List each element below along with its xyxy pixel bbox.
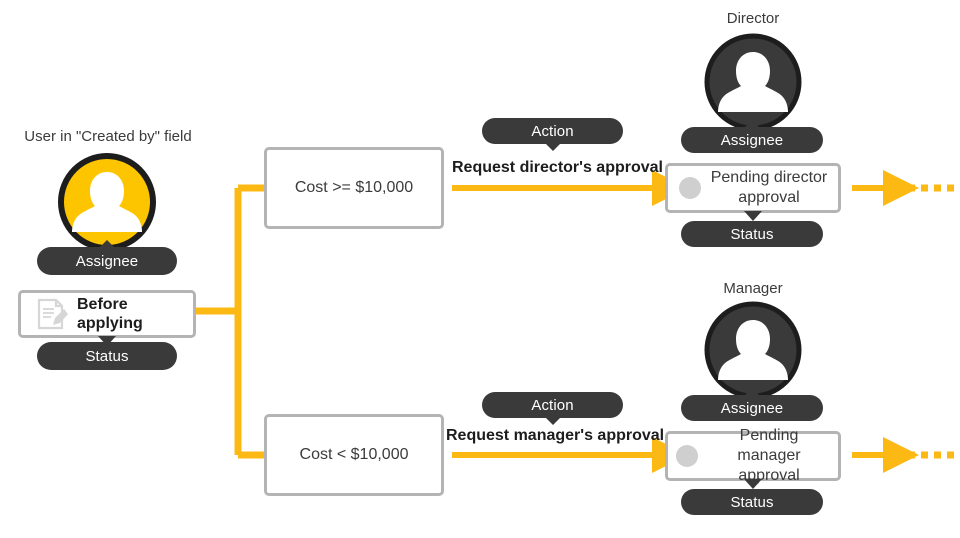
condition-text-director: Cost >= $10,000 (294, 179, 414, 196)
start-assignee-label: Assignee (75, 252, 139, 270)
status-label-manager: Status (730, 493, 774, 511)
continuation-dots-director (908, 184, 954, 192)
dark-user-avatar-director (703, 32, 803, 132)
start-status-text: Before applying (77, 295, 143, 333)
status-box-manager[interactable]: Pending manager approval (665, 427, 841, 484)
status-text-manager-line2: approval (738, 467, 800, 484)
start-status-line1: Before (77, 296, 128, 313)
action-text-director: Request director's approval (452, 159, 663, 176)
assignee-label-director: Assignee (720, 131, 784, 149)
action-pill-label-manager: Action (531, 396, 574, 414)
condition-box-manager[interactable]: Cost < $10,000 (264, 414, 444, 496)
condition-box-director[interactable]: Cost >= $10,000 (264, 147, 444, 229)
action-pill-director: Action (482, 118, 623, 144)
role-caption-manager: Manager (723, 280, 783, 297)
start-status-label: Status (85, 347, 129, 365)
assignee-pill-director: Assignee (681, 127, 823, 153)
role-caption-director: Director (726, 10, 780, 27)
status-text-director: Pending director approval (711, 168, 828, 208)
status-pill-director: Status (681, 221, 823, 247)
status-pill-manager: Status (681, 489, 823, 515)
status-text-director-line1: Pending director (710, 169, 828, 186)
document-edit-icon (33, 296, 69, 332)
dark-user-avatar-manager (703, 300, 803, 400)
status-dot-director (678, 177, 701, 199)
start-status-box[interactable]: Before applying (18, 290, 196, 338)
status-box-director[interactable]: Pending director approval (665, 163, 841, 213)
action-text-manager: Request manager's approval (446, 427, 665, 444)
status-text-manager-line1: Pending manager (737, 427, 801, 464)
assignee-pill-manager: Assignee (681, 395, 823, 421)
status-label-director: Status (730, 225, 774, 243)
action-pill-manager: Action (482, 392, 623, 418)
yellow-user-avatar (57, 152, 157, 252)
start-status-line2: applying (77, 315, 143, 332)
start-status-pill: Status (37, 342, 177, 370)
continuation-dots-manager (908, 451, 954, 459)
assignee-label-manager: Assignee (720, 399, 784, 417)
start-assignee-pill: Assignee (37, 247, 177, 275)
condition-text-manager: Cost < $10,000 (299, 446, 409, 463)
status-dot-manager (676, 445, 698, 467)
start-caption: User in "Created by" field (24, 128, 192, 145)
status-text-director-line2: approval (738, 189, 800, 206)
status-text-manager: Pending manager approval (708, 426, 830, 486)
action-pill-label-director: Action (531, 122, 574, 140)
